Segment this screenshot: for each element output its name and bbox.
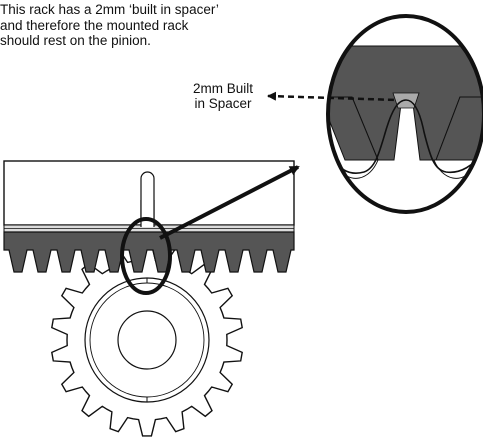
rack-teeth (3, 231, 295, 273)
zoom-detail (326, 14, 483, 214)
zoom-tooth-bottom-fill-2 (435, 96, 483, 161)
zoom-circle-border (326, 14, 483, 214)
caption-text: This rack has a 2mm ‘built in spacer’ an… (0, 2, 219, 48)
rack-slot-lower (141, 200, 154, 227)
pinion-bore (117, 310, 177, 370)
mesh-highlight-ellipse (120, 217, 172, 295)
rack (3, 160, 295, 273)
spacer-callout-arrow (267, 91, 399, 102)
spacer-callout-label: 2mm Built in Spacer (192, 81, 253, 111)
zoom-arrow (159, 165, 300, 240)
zoom-pinion-outline (329, 99, 483, 174)
pinion-gear (51, 243, 243, 437)
